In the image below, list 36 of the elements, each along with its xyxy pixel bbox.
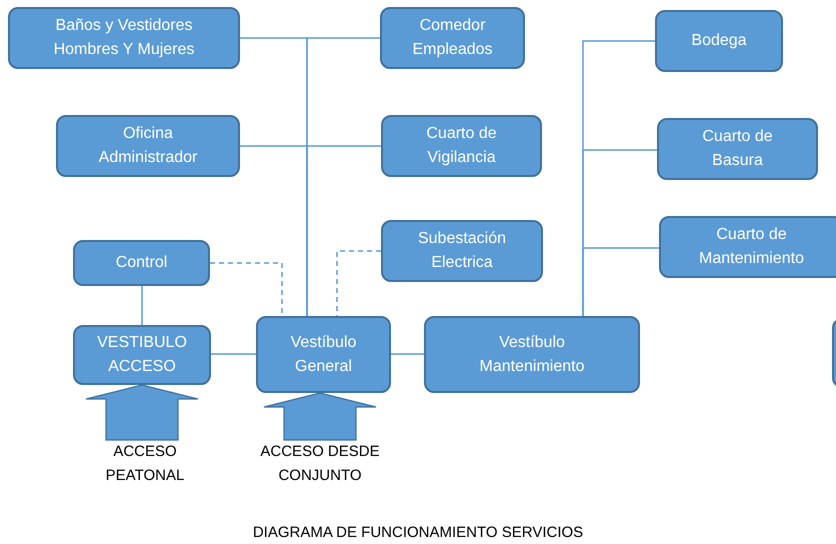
box-label: Comedor Empleados [411,16,494,60]
box-label: Control [116,253,168,273]
connector-line [141,286,143,325]
box-label: Cuarto de Mantenimiento [698,225,805,269]
block-arrow [263,392,377,441]
process-box [381,220,543,282]
process-box [381,115,542,177]
connector-line [582,247,659,316]
box-label: Vestíbulo General [290,332,358,376]
box-label: Cuarto de Basura [701,127,774,171]
connector-line [391,353,424,355]
process-box [56,115,240,177]
process-box [8,7,240,69]
process-box [659,216,836,278]
box-label: Oficina Administrador [98,124,198,168]
dashed-connector [210,262,283,316]
process-box [657,118,818,180]
connector-line [211,353,256,355]
box-label: VESTIBULO ACCESO [96,333,188,377]
dashed-connector [336,250,381,316]
caption: DIAGRAMA DE FUNCIONAMIENTO SERVICIOS [252,523,584,543]
access-label: ACCESO DESDE CONJUNTO [259,442,381,486]
process-box [424,316,640,393]
process-box [73,240,210,286]
box-label: Bodega [691,31,747,51]
box-label: Vestíbulo Mantenimiento [478,332,586,376]
block-arrow [85,384,199,441]
process-box [380,7,525,69]
box-label: Subestación Electrica [416,229,508,273]
access-label: ACCESO PEATONAL [104,442,186,486]
connector-line [306,145,381,316]
box-label: Cuarto de Vigilancia [425,124,498,168]
process-box [655,10,783,72]
box-label: Baños y Vestidores Hombres Y Mujeres [52,16,196,60]
process-box [73,325,211,385]
process-box [256,316,391,393]
